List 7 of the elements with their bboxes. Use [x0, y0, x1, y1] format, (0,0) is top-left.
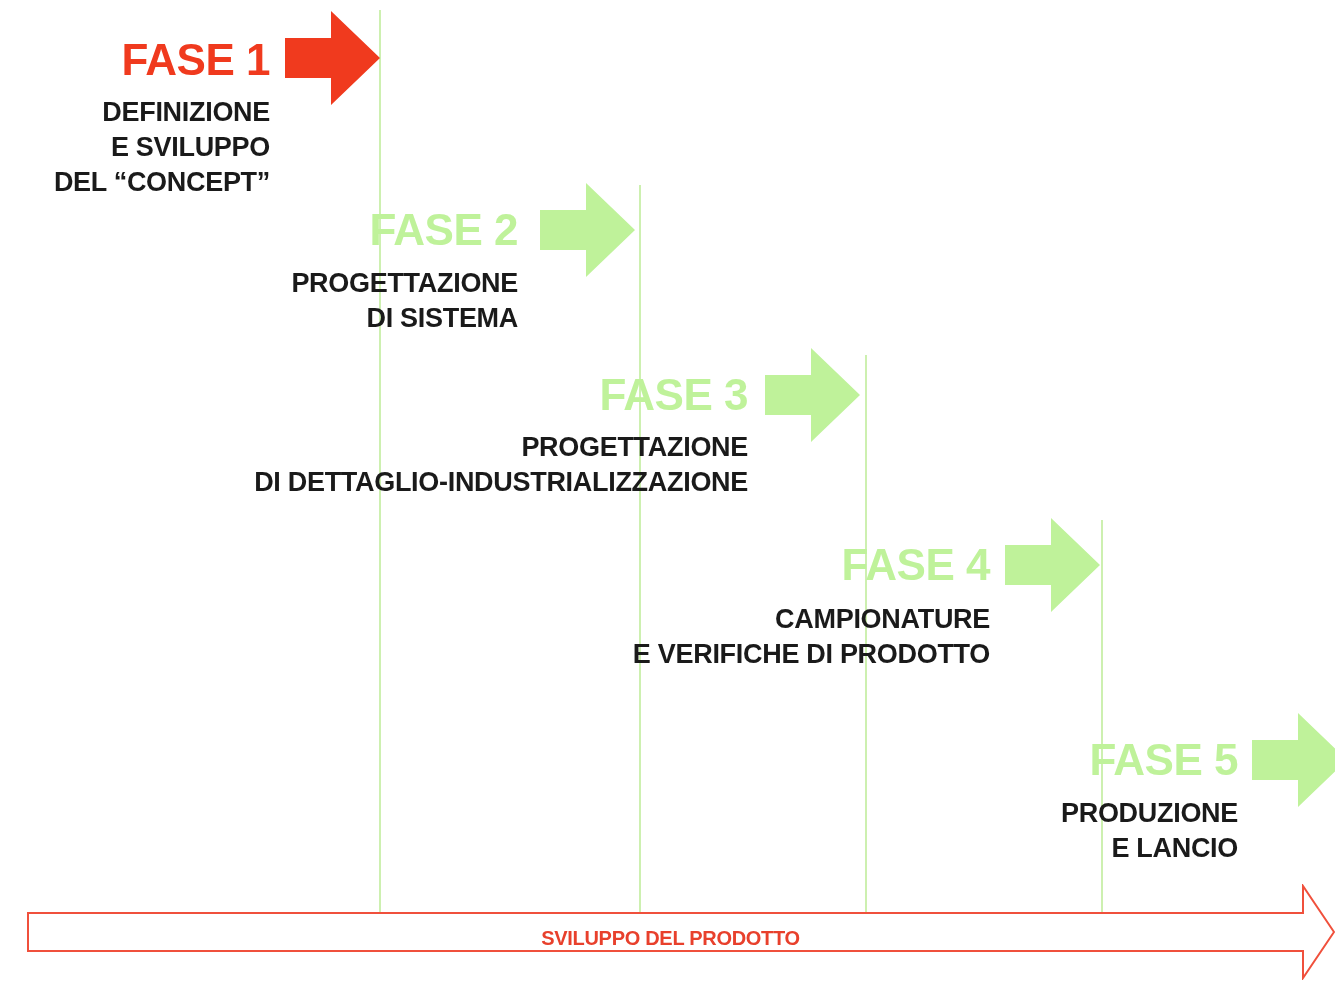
arrow-label: SVILUPPO DEL PRODOTTO	[541, 926, 800, 950]
phase-description: CAMPIONATURE E VERIFICHE DI PRODOTTO	[632, 603, 990, 671]
phase-description: DEFINIZIONE E SVILUPPO DEL “CONCEPT”	[53, 96, 270, 199]
phase-description: PROGETTAZIONE DI SISTEMA	[291, 267, 518, 335]
phase-description: PROGETTAZIONE DI DETTAGLIO-INDUSTRIALIZZAZIONE	[254, 431, 748, 499]
phase-description: PRODUZIONE E LANCIO	[1061, 797, 1238, 865]
phase-title: FASE 1	[121, 36, 270, 84]
